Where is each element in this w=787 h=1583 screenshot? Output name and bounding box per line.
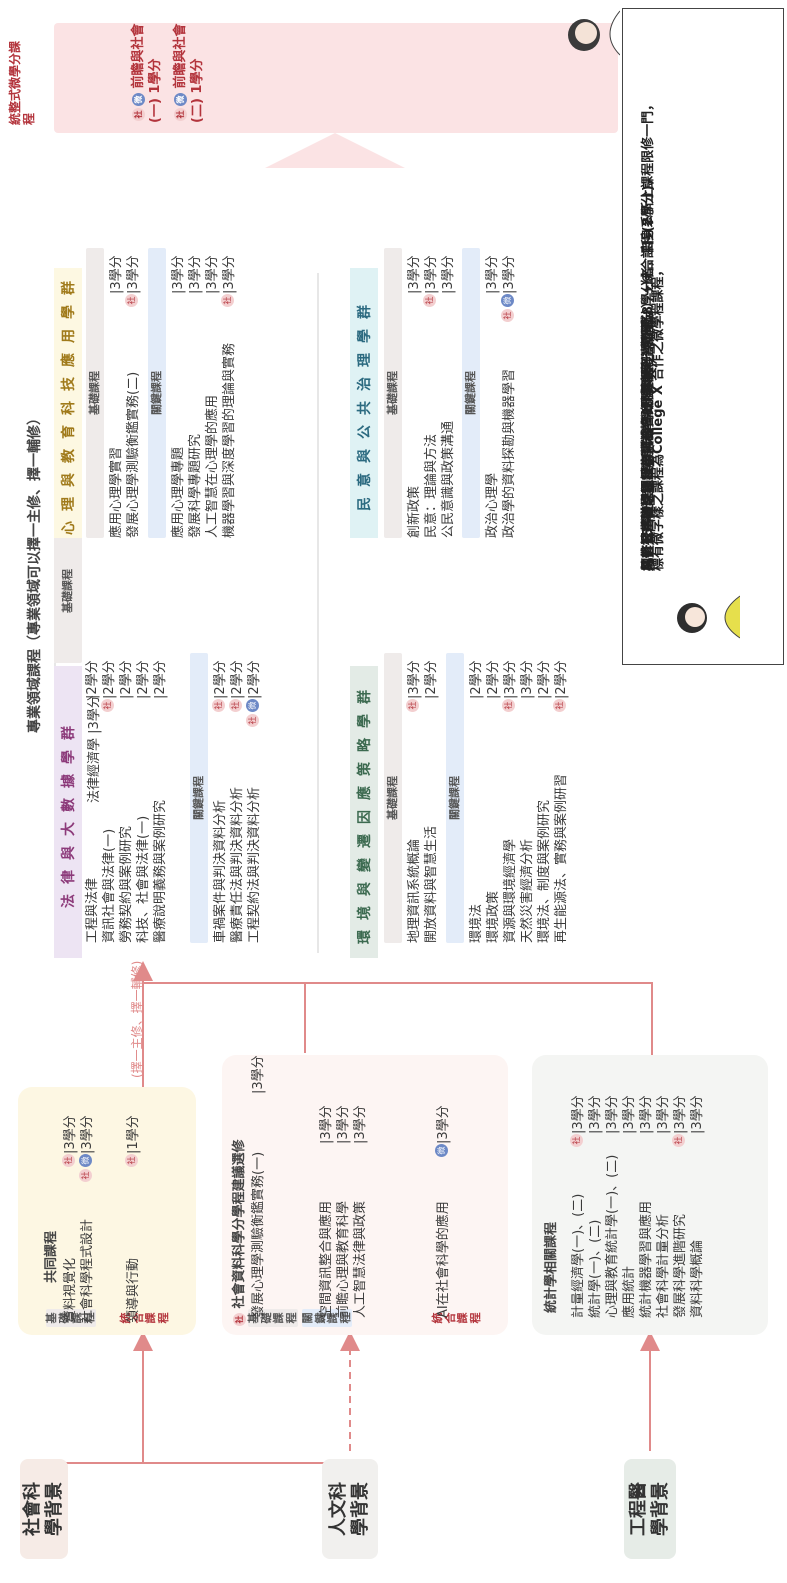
course-row: 科技、社會與法律(一)|2學分 [136, 660, 151, 943]
statistics-list: 計量經濟學(一)、(二)社|3學分 統計學(一)、(二)|3學分 心理與教育統計… [570, 1088, 706, 1318]
common-courses-box [18, 1087, 196, 1335]
social-science-background: 社會科學背景 [20, 1459, 68, 1559]
engineering-background: 工程醫學背景 [624, 1459, 676, 1559]
course-row: 資料視覺化社|3學分 [62, 1115, 78, 1323]
course-row: 醫療說明義務與案例研究|2學分 [153, 660, 168, 943]
course-row: 應用統計|3學分 [622, 1095, 637, 1318]
psy-base-label: 基礎課程 [86, 248, 104, 538]
course-row: 資訊社會與法律(一)社|2學分 [101, 660, 117, 943]
course-row: AI在社會科學的應用微|3學分 [435, 1105, 451, 1318]
course-row: 前瞻心理與教育科學|3學分 [336, 1105, 351, 1318]
course-row: 統計機器學習與應用|3學分 [639, 1095, 654, 1318]
course-row: 開放資料與智慧生活|2學分 [424, 660, 439, 943]
psy-key-list: 應用心理學專題|3學分 發展科學專題研究|3學分 人工智慧在心理學的應用|3學分… [170, 248, 238, 538]
law-key-list: 車禍案件與判決資料分析社|2學分 醫療責任法與判決資料分析社|2學分 工程契約法… [212, 653, 263, 943]
course-row: 政治學的資料探勘與機器學習社微|3學分 [501, 255, 517, 538]
course-row: 勞務契約與案例研究|2學分 [119, 660, 134, 943]
course-row: 人工智慧法律與政策|3學分 [353, 1105, 368, 1318]
micro-title: 統整式微學分課程 [8, 40, 36, 125]
course-row: 機器學習與深度學習的理論與實務社|3學分 [221, 255, 237, 538]
micro-course-1: 社微 前瞻與社會(一) 1學分 [131, 23, 163, 123]
course-row: 地理資訊系統概論社|3學分 [406, 660, 422, 943]
course-row: 社會科學程式設計社微|3學分 [79, 1115, 95, 1323]
law-key-label: 關鍵課程 [190, 653, 208, 943]
course-row: 工程與法律|2學分 [85, 660, 100, 943]
course-row: 心理與教育統計學(一)、(二)|3學分 [605, 1095, 620, 1318]
env-group-title: 環境與變遷因應策略學群 [350, 666, 378, 958]
triangle-to-micro [265, 133, 405, 168]
course-row: 公民意識與政策溝通|3學分 [441, 255, 456, 538]
social-base-list: 發展心理學測驗衡鑑實務(一)|3學分 [250, 1048, 267, 1318]
course-row: 環境法、制度與案例研究|2學分 [537, 660, 552, 943]
course-row: 應用心理學實習|3學分 [109, 255, 124, 538]
micro-list: 社微 前瞻與社會(一) 1學分 社微 前瞻與社會(二) 1學分 [130, 23, 206, 123]
note-line: 即可提出微學程證書申請 [641, 427, 656, 571]
social-data-program-title: 社 社會資料科學分學程建議選修 [228, 1139, 247, 1328]
course-row: 發展心理學測驗衡鑑實務(一)|3學分 [251, 1055, 266, 1318]
humanities-background: 人文科學背景 [322, 1459, 378, 1559]
course-row: 資源與環境經濟學社|3學分 [502, 660, 518, 943]
person-illustration-icon [568, 10, 620, 56]
common-title: 共同課程 [44, 1230, 59, 1283]
course-row: 人工智慧在心理學的應用|3學分 [205, 255, 220, 538]
env-base-list: 地理資訊系統概論社|3學分 開放資料與智慧生活|2學分 [406, 653, 440, 943]
arrow-note: (擇一主修、擇一輔修) [130, 960, 144, 1078]
env-base-label: 基礎課程 [384, 653, 402, 943]
psy-key-label: 關鍵課程 [148, 248, 166, 538]
course-row: 發展心理學測驗衡鑑實務(二)社|3學分 [125, 255, 141, 538]
micro-course-2: 社微 前瞻與社會(二) 1學分 [173, 23, 205, 123]
course-row: 發展科學進階研究社|3學分 [672, 1095, 688, 1318]
gov-key-list: 政治心理學|3學分 政治學的資料探勘與機器學習社微|3學分 [484, 248, 518, 538]
gov-key-label: 關鍵課程 [462, 248, 480, 538]
course-row: 工程契約法與判決資料分析社微|2學分 [246, 660, 262, 943]
course-row: 車禍案件與判決資料分析社|2學分 [212, 660, 228, 943]
env-key-list: 環境法|2學分 環境政策|2學分 資源與環境經濟學社|3學分 天然災害經濟分析|… [468, 653, 570, 943]
fields-header: 專業領域課程（專業領域可以擇一主修、擇一輔修） [27, 411, 43, 733]
course-row: 計量經濟學(一)、(二)社|3學分 [570, 1095, 586, 1318]
statistics-title: 統計學相關課程 [544, 1221, 559, 1313]
student-illustration-icon [677, 595, 740, 639]
bracket-connector [142, 982, 653, 1088]
course-row: 社會科學計量分析|3學分 [656, 1095, 671, 1318]
course-row: 資料科學概論|3學分 [690, 1095, 705, 1318]
gov-base-label: 基礎課程 [384, 248, 402, 538]
common-base-list: 資料視覺化社|3學分 社會科學程式設計社微|3學分 [62, 1108, 96, 1323]
course-row: 統計學(一)、(二)|3學分 [588, 1095, 603, 1318]
course-row: 再生能源法、實務與案例研習社|2學分 [553, 660, 569, 943]
course-row: 應用心理學專題|3學分 [171, 255, 186, 538]
gov-group-title: 民意與公共治理學群 [350, 268, 378, 538]
course-row: 環境政策|2學分 [486, 660, 501, 943]
social-key-list: 空間資訊整合與應用|3學分 前瞻心理與教育科學|3學分 人工智慧法律與政策|3學… [318, 1098, 369, 1318]
course-row: 醫療責任法與判決資料分析社|2學分 [229, 660, 245, 943]
env-key-label: 關鍵課程 [446, 653, 464, 943]
gov-base-list: 創新政策|3學分 民意：理論與方法社|3學分 公民意識與政策溝通|3學分 [406, 248, 457, 538]
law-base-rows: 工程與法律|2學分 資訊社會與法律(一)社|2學分 勞務契約與案例研究|2學分 … [84, 653, 169, 943]
law-base-label: 基礎課程 [54, 519, 82, 663]
course-row: 環境法|2學分 [469, 660, 484, 943]
common-combo-list: 領導與行動社|1學分 [125, 1108, 142, 1323]
social-combo-list: AI在社會科學的應用微|3學分 [435, 1098, 452, 1318]
course-row: 空間資訊整合與應用|3學分 [319, 1105, 334, 1318]
course-row: 民意：理論與方法社|3學分 [423, 255, 439, 538]
course-row: 發展科學專題研究|3學分 [188, 255, 203, 538]
course-row: 天然災害經濟分析|3學分 [520, 660, 535, 943]
course-row: 政治心理學|3學分 [485, 255, 500, 538]
course-row: 領導與行動社|1學分 [125, 1115, 141, 1323]
psy-group-title: 心理與教育科技應用學群 [54, 268, 82, 538]
course-row: 創新政策|3學分 [407, 255, 422, 538]
psy-base-list: 應用心理學實習|3學分 發展心理學測驗衡鑑實務(二)社|3學分 [108, 248, 142, 538]
law-group-title: 法律與大數據學群 [54, 666, 82, 958]
